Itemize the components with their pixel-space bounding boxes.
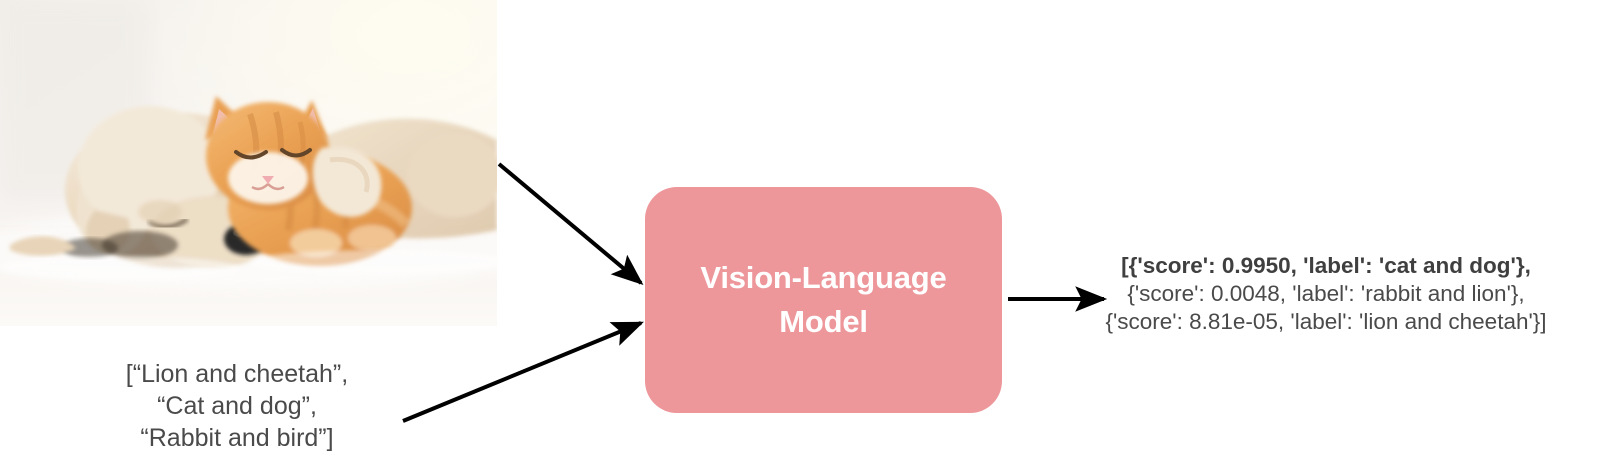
arrow-image-to-model [497, 162, 644, 286]
output-line-3: {'score': 8.81e-05, 'label': 'lion and c… [1105, 309, 1547, 334]
model-box: Vision-Language Model [645, 187, 1002, 413]
output-predictions: [{'score': 0.9950, 'label': 'cat and dog… [1066, 252, 1586, 336]
text-input-labels: [“Lion and cheetah”, “Cat and dog”, “Rab… [125, 360, 349, 452]
model-box-label: Vision-Language Model [700, 259, 947, 339]
output-line-2: {'score': 0.0048, 'label': 'rabbit and l… [1127, 281, 1525, 306]
puppy-kitten-photo-icon [0, 0, 497, 326]
input-image-photo [0, 0, 497, 326]
output-line-1: [{'score': 0.9950, 'label': 'cat and dog… [1121, 253, 1531, 278]
arrow-text-to-model [402, 321, 644, 423]
